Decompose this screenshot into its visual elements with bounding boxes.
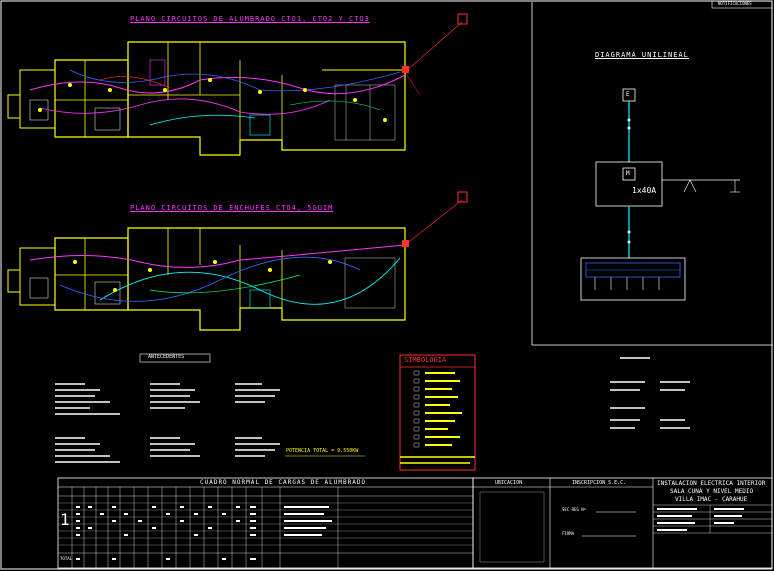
- load-table-row-number: 1: [60, 510, 70, 529]
- unifilar-main-box: M: [626, 170, 630, 177]
- project-line-1: INSTALACION ELECTRICA INTERIOR: [657, 480, 766, 487]
- unifilar-title: DIAGRAMA UNILINEAL: [595, 51, 689, 59]
- outlet-plan-title: PLANO CIRCUITOS DE ENCHUFES CTO4, 5GUIM: [130, 204, 334, 212]
- lighting-plan-title: PLANO CIRCUITOS DE ALUMBRADO CTO1, CTO2 …: [130, 15, 370, 23]
- location-header: UBICACION: [495, 480, 523, 486]
- breaker-rating: 1x40A: [632, 186, 657, 195]
- total-power: POTENCIA TOTAL = 9.550KW: [286, 448, 359, 454]
- load-table-grid: [57, 477, 474, 569]
- load-table-total: TOTAL: [60, 556, 73, 561]
- antecedents-title: ANTECEDENTES: [148, 354, 185, 360]
- title-block-grid: [472, 477, 773, 569]
- load-table-title: CUADRO NORMAL DE CARGAS DE ALUMBRADO: [200, 479, 367, 486]
- load-table-marks: [76, 506, 332, 560]
- top-right-tag: NOTIFICACIONES: [718, 1, 752, 6]
- single-line-diagram: [580, 88, 740, 301]
- project-line-3: VILLA IMAC - CARAHUE: [675, 496, 748, 503]
- project-line-2: SALA CUNA Y NIVEL MEDIO: [670, 488, 754, 495]
- symbology-title: SIMBOLOGIA: [404, 356, 447, 364]
- sec-signature-field: FIRMA: [562, 531, 575, 536]
- unifilar-meter-box: E: [626, 91, 630, 98]
- notes-blocks: [55, 353, 690, 463]
- sec-header: INSCRIPCION S.E.C.: [572, 480, 627, 486]
- sec-registration-field: SEC REG Nº: [562, 507, 587, 512]
- lighting-floor-plan: [7, 13, 468, 156]
- outlet-floor-plan: [7, 191, 468, 331]
- symbology-box: [399, 354, 476, 471]
